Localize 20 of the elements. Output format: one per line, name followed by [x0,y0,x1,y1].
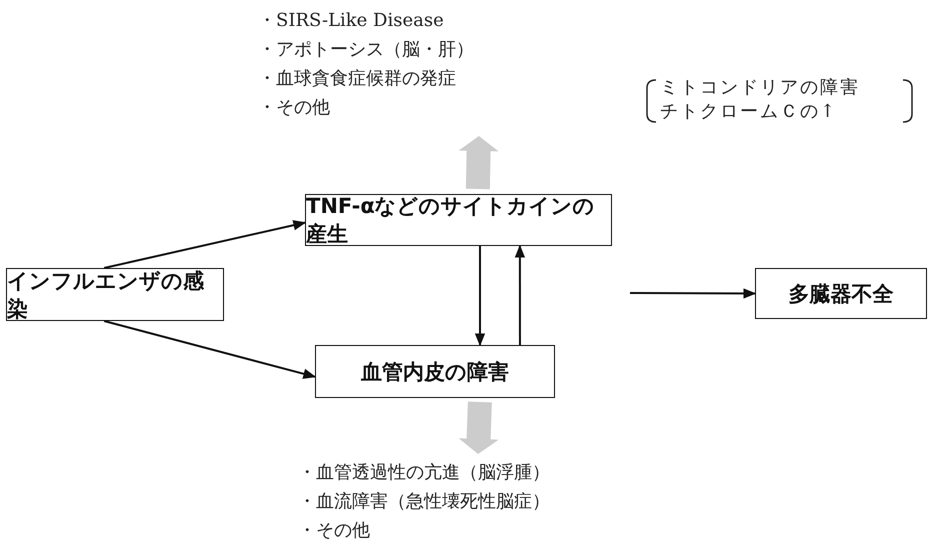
process-box: 血管内皮の障害 [315,345,555,398]
block-arrow [458,136,499,190]
arrow [104,220,306,269]
list-item: ・血球貪食症候群の発症 [258,67,456,91]
process-box: インフルエンザの感染 [6,268,224,321]
list-item: ・アポトーシス（脳・肝） [258,38,474,62]
list-item: ・血流障害（急性壊死性脳症） [298,490,550,514]
list-item: ・その他 [258,96,330,120]
process-box: TNF-αなどのサイトカインの産生 [305,194,612,246]
list-item: ・SIRS-Like Disease [258,9,444,33]
arrow [104,320,316,379]
note-text: チトクロームＣの↑ [660,100,838,124]
arrow [514,244,526,345]
note-text: ミトコンドリアの障害 [660,76,860,100]
block-arrow [458,402,499,454]
arrow [630,288,756,299]
arrow [474,246,486,346]
list-item: ・血管透過性の亢進（脳浮腫） [298,461,550,485]
process-box: 多臓器不全 [755,268,927,319]
list-item: ・その他 [298,519,370,543]
